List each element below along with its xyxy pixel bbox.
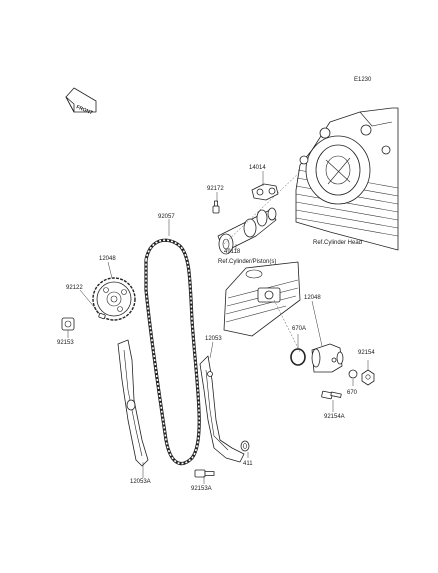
cam-chain: [144, 238, 201, 465]
callout-92172: 92172: [207, 186, 224, 192]
chain-guide-12053: [199, 355, 245, 463]
bolt-92172: [212, 200, 220, 214]
cap-bolt-92154: [361, 369, 375, 386]
callout-92122: 92122: [66, 285, 83, 291]
oring-670: [348, 369, 358, 379]
callout-12053: 12053: [205, 336, 222, 342]
crank-sprocket: [92, 277, 136, 321]
cylinder-head: [295, 107, 399, 251]
collar-411: [240, 440, 250, 452]
callout-92154a: 92154A: [324, 414, 345, 420]
callout-12048: 12048: [304, 295, 321, 301]
callout-49118: 49118: [224, 249, 241, 255]
cam-chain-inner: [145, 239, 200, 465]
callout-411: 411: [243, 461, 253, 467]
ref-cylinder-head-label: Ref.Cylinder Head: [313, 240, 362, 246]
diagram-code: E1230: [354, 77, 372, 83]
bolt-92153: [61, 317, 75, 331]
callout-92057: 92057: [158, 214, 175, 220]
callout-92153: 92153: [57, 340, 74, 346]
bolt-92154a: [321, 390, 342, 400]
chain-tensioner: [290, 343, 344, 373]
camshaft: [217, 207, 277, 255]
ref-cylinder-piston-label: Ref.Cylinder/Piston(s): [218, 259, 276, 265]
cylinder-block: [223, 261, 301, 337]
plate-14014: [251, 183, 279, 201]
front-arrow-icon: FRONT: [65, 87, 97, 116]
callout-670: 670: [347, 390, 358, 396]
callout-92154: 92154: [358, 350, 375, 356]
bolt-92153a: [194, 469, 215, 478]
pin-92122: [98, 312, 106, 320]
callout-12046: 12048: [99, 256, 116, 262]
callout-12053a: 12053A: [130, 479, 151, 485]
callout-14014: 14014: [249, 165, 266, 171]
callout-92153a: 92153A: [191, 486, 212, 492]
leader-lines: [67, 171, 369, 484]
callout-670a: 670A: [292, 326, 306, 332]
